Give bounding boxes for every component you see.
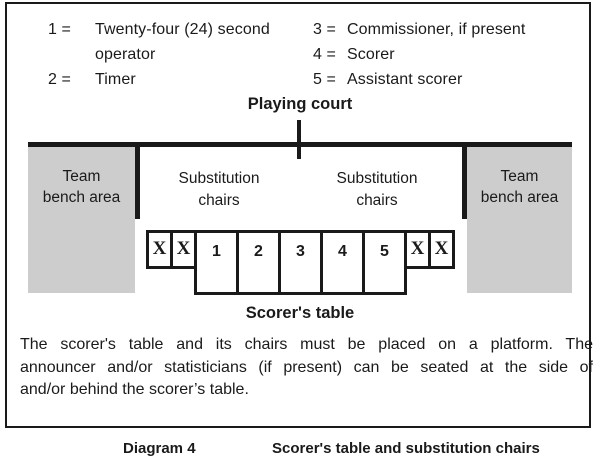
legend-item-5: 5 = Assistant scorer <box>313 67 579 92</box>
substitution-label-line: Substitution <box>336 170 418 187</box>
note-paragraph: The scorer's table and its chairs must b… <box>20 334 593 402</box>
legend-label: Scorer <box>347 46 395 63</box>
table-seat-4: 4 <box>320 230 365 295</box>
diagram-frame <box>5 2 591 428</box>
table-seat-1: 1 <box>194 230 239 295</box>
legend-number: 5 = <box>313 71 336 88</box>
table-seat-5: 5 <box>362 230 407 295</box>
substitution-chair-right-2: X <box>428 230 455 269</box>
legend-right-column: 3 = Commissioner, if present 4 = Scorer … <box>313 17 579 92</box>
court-boundary-line <box>28 142 572 147</box>
substitution-chairs-label-left: Substitution chairs <box>159 168 279 212</box>
legend-number: 4 = <box>313 46 336 63</box>
diagram-caption-number: Diagram 4 <box>123 440 196 457</box>
legend-item-4: 4 = Scorer <box>313 42 579 67</box>
legend-label: Twenty-four (24) second operator <box>95 21 270 63</box>
team-bench-label-left: Team bench area <box>28 166 135 208</box>
legend-number: 2 = <box>48 71 71 88</box>
legend-number: 3 = <box>313 21 336 38</box>
note-line: and/or behind the scorer’s table. <box>20 381 249 399</box>
bench-label-line: Team <box>500 168 539 185</box>
legend-item-1: 1 = Twenty-four (24) second operator <box>48 17 300 67</box>
playing-court-connector-line <box>297 120 301 159</box>
bench-label-line: bench area <box>480 189 559 206</box>
legend-item-3: 3 = Commissioner, if present <box>313 17 579 42</box>
legend-left-column: 1 = Twenty-four (24) second operator 2 =… <box>48 17 300 92</box>
team-bench-label-right: Team bench area <box>467 166 572 208</box>
scorers-table-heading: Scorer's table <box>245 304 355 322</box>
legend-label: Commissioner, if present <box>347 21 526 38</box>
substitution-chair-left-2: X <box>170 230 197 269</box>
team-bench-area-left <box>28 147 135 293</box>
substitution-label-line: chairs <box>198 192 240 209</box>
legend-number: 1 = <box>48 21 71 38</box>
playing-court-heading: Playing court <box>247 95 353 113</box>
diagram-caption-title: Scorer's table and substitution chairs <box>272 440 540 457</box>
bench-label-line: bench area <box>42 189 121 206</box>
legend-label: Timer <box>95 71 136 88</box>
bench-divider-right <box>462 147 467 219</box>
legend-label: Assistant scorer <box>347 71 463 88</box>
note-line: The scorer's table and its chairs must b… <box>20 336 593 353</box>
legend-item-2: 2 = Timer <box>48 67 300 92</box>
substitution-label-line: chairs <box>356 192 398 209</box>
table-seat-3: 3 <box>278 230 323 295</box>
substitution-chair-left-1: X <box>146 230 173 269</box>
bench-label-line: Team <box>62 168 101 185</box>
bench-divider-left <box>135 147 140 219</box>
team-bench-area-right <box>467 147 572 293</box>
substitution-label-line: Substitution <box>178 170 260 187</box>
note-line: announcer and/or statisticians (if prese… <box>20 358 593 376</box>
substitution-chairs-label-right: Substitution chairs <box>317 168 437 212</box>
table-seat-2: 2 <box>236 230 281 295</box>
substitution-chair-right-1: X <box>404 230 431 269</box>
